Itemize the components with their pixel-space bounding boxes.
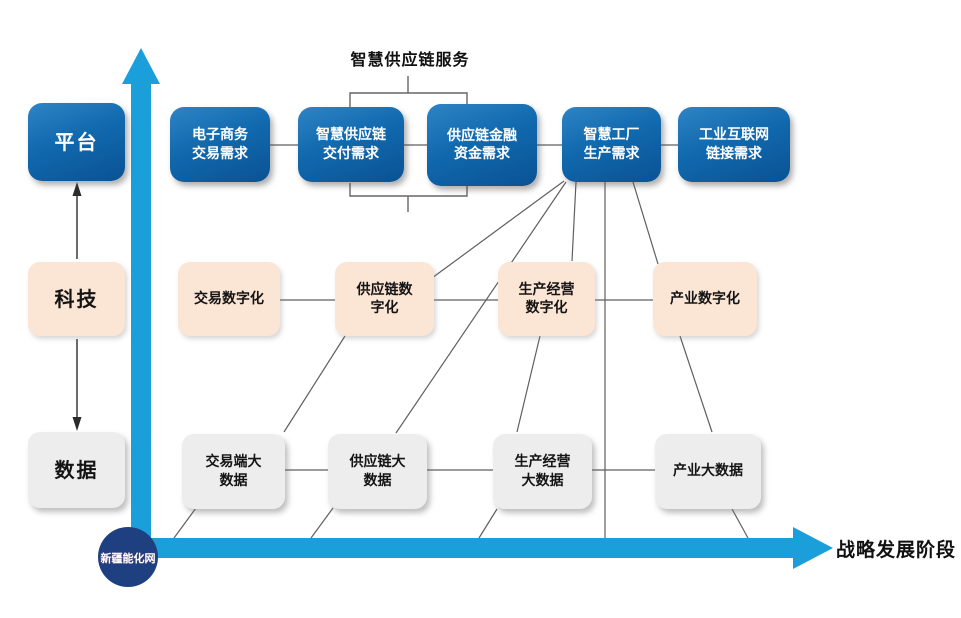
x-axis-label: 战略发展阶段: [836, 539, 957, 561]
digitalization-box-industry: 产业数字化: [653, 262, 757, 336]
bigdata-box-supplychain: 供应链大 数据: [328, 434, 427, 509]
demand-box-supplychain-finance: 供应链金融 资金需求: [427, 104, 537, 186]
supply-chain-brackets: [349, 76, 468, 212]
digitalization-box-production-operation: 生产经营 数字化: [498, 262, 595, 336]
demand-box-smart-factory-production: 智慧工厂 生产需求: [562, 107, 661, 182]
y-axis-arrow: [122, 48, 160, 545]
bigdata-box-trade-side: 交易端大 数据: [182, 434, 285, 509]
origin-badge-circle: [98, 527, 158, 587]
origin-badge-label: 新疆能化网: [100, 552, 156, 565]
axis-level-platform: 平台: [28, 103, 125, 181]
row-connectors: [270, 144, 678, 471]
arrow-up-icon: [72, 182, 82, 196]
digitalization-box-supplychain: 供应链数 字化: [335, 262, 434, 336]
demand-box-smart-supplychain-delivery: 智慧供应链 交付需求: [298, 107, 404, 182]
digitalization-box-trade: 交易数字化: [178, 262, 280, 336]
demand-box-industrial-internet-link: 工业互联网 链接需求: [678, 107, 790, 182]
axis-level-data: 数据: [28, 432, 125, 508]
left-column-arrows: [72, 182, 82, 431]
axis-level-technology: 科技: [28, 262, 125, 336]
bracket-top: [349, 76, 468, 107]
relation-lines: [173, 180, 749, 539]
bracket-bottom: [349, 183, 468, 212]
arrow-down-icon: [72, 417, 82, 431]
x-axis-arrow: [135, 527, 833, 569]
bigdata-box-production-operation: 生产经营 大数据: [493, 434, 592, 509]
bracket-title: 智慧供应链服务: [350, 50, 470, 69]
demand-box-ecommerce-trade: 电子商务 交易需求: [170, 107, 270, 182]
bigdata-box-industry: 产业大数据: [655, 434, 761, 509]
